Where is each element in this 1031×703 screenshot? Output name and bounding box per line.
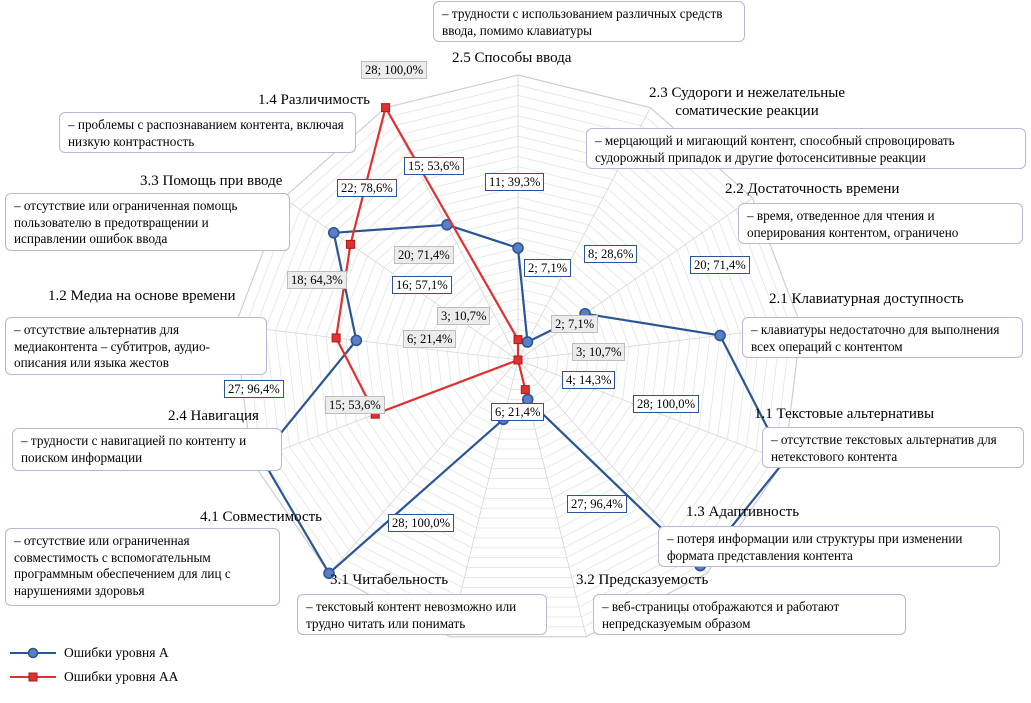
grid-spoke	[517, 197, 753, 361]
axis-name-2-4: 2.4 Навигация	[168, 408, 259, 424]
series-level-aa	[331, 103, 530, 419]
axis-name-3-3: 3.3 Помощь при вводе	[140, 173, 283, 189]
label-a-3-1: 6; 21,4%	[491, 403, 545, 421]
axis-name-1-1: 1.1 Текстовые альтернативы	[754, 406, 935, 422]
series-aa-point-12	[381, 103, 391, 113]
grid-ring	[305, 145, 731, 568]
label-a-1-2: 16; 57,1%	[392, 276, 452, 294]
grid-ring	[285, 125, 751, 588]
desc-2-2: – время, отведенное для чтения и опериро…	[738, 203, 1023, 244]
desc-3-1: – текстовый контент невозможно или трудн…	[297, 594, 547, 635]
series-aa-point-6	[520, 385, 530, 395]
legend-marker-level-a	[10, 647, 56, 659]
desc-1-3: – потеря информации или структуры при из…	[658, 526, 1000, 567]
grid-ring	[497, 339, 539, 381]
grid-spoke	[235, 325, 519, 361]
label-a-2-5: 11; 39,3%	[485, 173, 545, 191]
legend-item-level-aa: Ошибки уровня АА	[10, 669, 178, 685]
label-a-1-1: 28; 100,0%	[633, 395, 700, 413]
desc-1-4: – проблемы с распознаванием контента, вк…	[59, 112, 356, 153]
series-a-point-1	[521, 336, 534, 348]
series-aa-point-11	[345, 239, 355, 249]
desc-1-2: – отсутствие альтернатив для медиаконтен…	[5, 317, 267, 375]
label-a-2-1: 20; 71,4%	[690, 256, 750, 274]
axis-name-1-4: 1.4 Различимость	[258, 92, 370, 108]
grid-ring	[295, 135, 741, 578]
label-aa-3-3: 20; 71,4%	[394, 246, 454, 264]
label-a-2-2: 8; 28,6%	[584, 245, 638, 263]
axis-name-3-1: 3.1 Читабельность	[330, 572, 449, 588]
desc-3-3: – отсутствие или ограниченная помощь пол…	[5, 193, 290, 251]
grid-ring	[366, 206, 670, 509]
desc-3-2: – веб-страницы отображаются и работают н…	[593, 594, 906, 635]
label-aa-center-1: 3; 10,7%	[437, 307, 491, 325]
desc-4-1: – отсутствие или ограниченная совместимо…	[5, 528, 280, 606]
grid-ring	[507, 349, 529, 371]
desc-2-5: – трудности с использованием различных с…	[433, 1, 745, 42]
series-a-point-11	[327, 226, 340, 239]
label-aa-1-2: 18; 64,3%	[287, 271, 347, 289]
axis-name-2-2: 2.2 Достаточность времени	[725, 181, 900, 197]
legend-marker-level-aa	[10, 672, 56, 682]
legend-item-level-a: Ошибки уровня А	[10, 645, 169, 661]
label-a-4-1: 28; 100,0%	[388, 514, 455, 532]
axis-name-1-3: 1.3 Адаптивность	[686, 504, 800, 520]
grid-ring	[416, 257, 620, 460]
label-a-1-3: 27; 96,4%	[567, 495, 627, 513]
label-aa-center-2: 6; 21,4%	[403, 330, 457, 348]
series-a-point-3	[714, 329, 726, 342]
series-a-point-8	[323, 567, 335, 580]
axis-name-2-3: 2.3 Судороги и нежелательные соматически…	[648, 85, 846, 119]
axis-name-3-2: 3.2 Предсказуемость	[576, 572, 709, 588]
label-aa-2-4: 15; 53,6%	[325, 396, 385, 414]
series-aa-point-0	[513, 335, 523, 345]
grid-ring	[477, 318, 559, 400]
desc-2-4: – трудности с навигацией по контенту и п…	[12, 428, 282, 471]
label-aa-1-4: 28; 100,0%	[361, 61, 428, 79]
legend-label-level-aa: Ошибки уровня АА	[64, 669, 179, 684]
axis-name-2-5: 2.5 Способы ввода	[452, 50, 572, 66]
series-aa-point-8	[513, 355, 523, 365]
desc-2-1: – клавиатуры недостаточно для выполнения…	[742, 317, 1023, 358]
grid-ring	[396, 237, 640, 479]
grid-ring	[487, 329, 549, 391]
axis-name-2-1: 2.1 Клавиатурная доступность	[769, 291, 964, 307]
axis-name-1-2: 1.2 Медиа на основе времени	[48, 288, 236, 304]
grid-ring	[355, 196, 681, 519]
grid-spoke	[385, 107, 519, 361]
series-a-point-10	[350, 334, 363, 347]
series-a-point-0	[512, 242, 524, 254]
label-aa-2-5: 2; 7,1%	[551, 315, 599, 333]
label-a-1-4: 15; 53,6%	[404, 157, 464, 175]
series-aa-point-10	[331, 333, 341, 343]
grid-spoke	[328, 359, 519, 574]
desc-2-3: – мерцающий и мигающий контент, способны…	[586, 128, 1026, 169]
legend-label-level-a: Ошибки уровня А	[64, 645, 169, 660]
grid-ring	[345, 186, 691, 529]
desc-1-1: – отсутствие текстовых альтернатив для н…	[762, 427, 1024, 468]
label-a-2-3: 2; 7,1%	[524, 259, 572, 277]
axis-name-4-1: 4.1 Совместимость	[200, 509, 323, 525]
label-a-3-3: 22; 78,6%	[337, 179, 397, 197]
label-a-2-4: 27; 96,4%	[224, 380, 284, 398]
grid-ring	[386, 227, 650, 489]
grid-ring	[406, 247, 630, 470]
grid-ring	[325, 166, 711, 549]
label-aa-3-2: 3; 10,7%	[572, 343, 626, 361]
grid-ring	[335, 176, 701, 539]
label-a-3-2: 4; 14,3%	[562, 371, 616, 389]
